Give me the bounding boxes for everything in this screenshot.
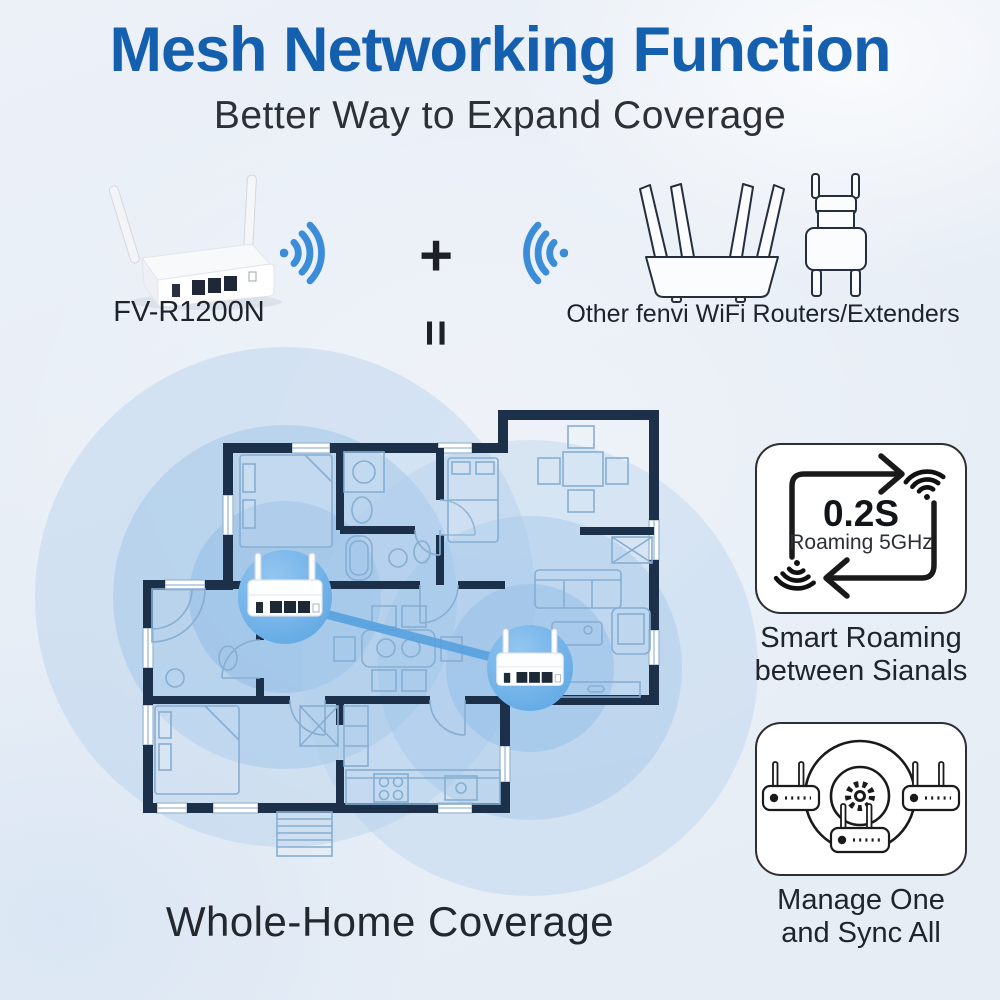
armchair-icon bbox=[611, 607, 651, 655]
kitchen-counter-icon bbox=[345, 769, 501, 805]
page-title: Mesh Networking Function bbox=[109, 15, 891, 85]
roaming-card: 0.2S Roaming 5GHz bbox=[755, 443, 967, 614]
router-callout-1 bbox=[238, 550, 332, 644]
product-router-image bbox=[108, 174, 282, 310]
toilet-icon bbox=[413, 540, 431, 564]
breakfast-table-icon bbox=[333, 605, 463, 692]
roaming-loop-icon bbox=[757, 453, 965, 599]
floorplan-furniture bbox=[151, 425, 653, 857]
other-devices-label: Other fenvi WiFi Routers/Extenders bbox=[566, 300, 960, 328]
sofa-icon bbox=[534, 569, 622, 609]
router-ports bbox=[172, 271, 257, 297]
manage-card bbox=[755, 722, 967, 876]
roaming-caption-line2: between Sianals bbox=[754, 655, 968, 687]
mini-router-icon bbox=[901, 761, 961, 812]
sink-icon bbox=[388, 548, 408, 568]
router-outline-icon bbox=[639, 183, 785, 303]
toilet-icon bbox=[218, 645, 238, 671]
manage-caption: Manage One and Sync All bbox=[740, 884, 982, 950]
whole-home-caption: Whole-Home Coverage bbox=[165, 898, 615, 945]
page-subtitle: Better Way to Expand Coverage bbox=[213, 94, 787, 137]
manage-caption-line1: Manage One bbox=[777, 884, 945, 916]
product-name-label: FV-R1200N bbox=[113, 296, 265, 328]
wifi-down-icon bbox=[775, 558, 816, 591]
bed-icon bbox=[447, 457, 499, 543]
dining-table-icon bbox=[537, 425, 629, 513]
mini-router-icon bbox=[829, 803, 891, 854]
roaming-band-label: Roaming 5GHz bbox=[789, 531, 933, 554]
closet-icon bbox=[299, 705, 339, 747]
plus-icon: + bbox=[419, 223, 453, 288]
mini-router-icon bbox=[761, 761, 821, 812]
gear-icon bbox=[845, 781, 875, 811]
roaming-caption-line1: Smart Roaming bbox=[760, 622, 962, 654]
floorplan-image bbox=[142, 410, 660, 857]
router-callout-2 bbox=[487, 625, 573, 711]
corner-shower-icon bbox=[151, 588, 206, 643]
shower-icon bbox=[343, 451, 385, 493]
toilet-icon bbox=[351, 496, 373, 524]
arrow-right-icon bbox=[878, 453, 905, 495]
bed-icon bbox=[239, 454, 333, 548]
roaming-time-value: 0.2S bbox=[822, 493, 900, 534]
mesh-link-line bbox=[313, 607, 500, 663]
antenna-left bbox=[108, 185, 140, 264]
roaming-caption: Smart Roaming between Sianals bbox=[740, 622, 982, 688]
arrow-left-icon bbox=[823, 557, 850, 599]
extender-outline-icon bbox=[805, 173, 867, 297]
bed-icon bbox=[154, 705, 240, 795]
sink-icon bbox=[165, 668, 185, 688]
fridge-icon bbox=[343, 705, 369, 767]
other-devices-image bbox=[639, 173, 867, 303]
bathtub-icon bbox=[345, 535, 373, 581]
closet-icon bbox=[611, 536, 653, 564]
walls-exterior bbox=[143, 410, 659, 813]
manage-caption-line2: and Sync All bbox=[781, 917, 941, 949]
manage-sync-icon bbox=[761, 739, 961, 854]
stairs-icon bbox=[276, 811, 333, 857]
